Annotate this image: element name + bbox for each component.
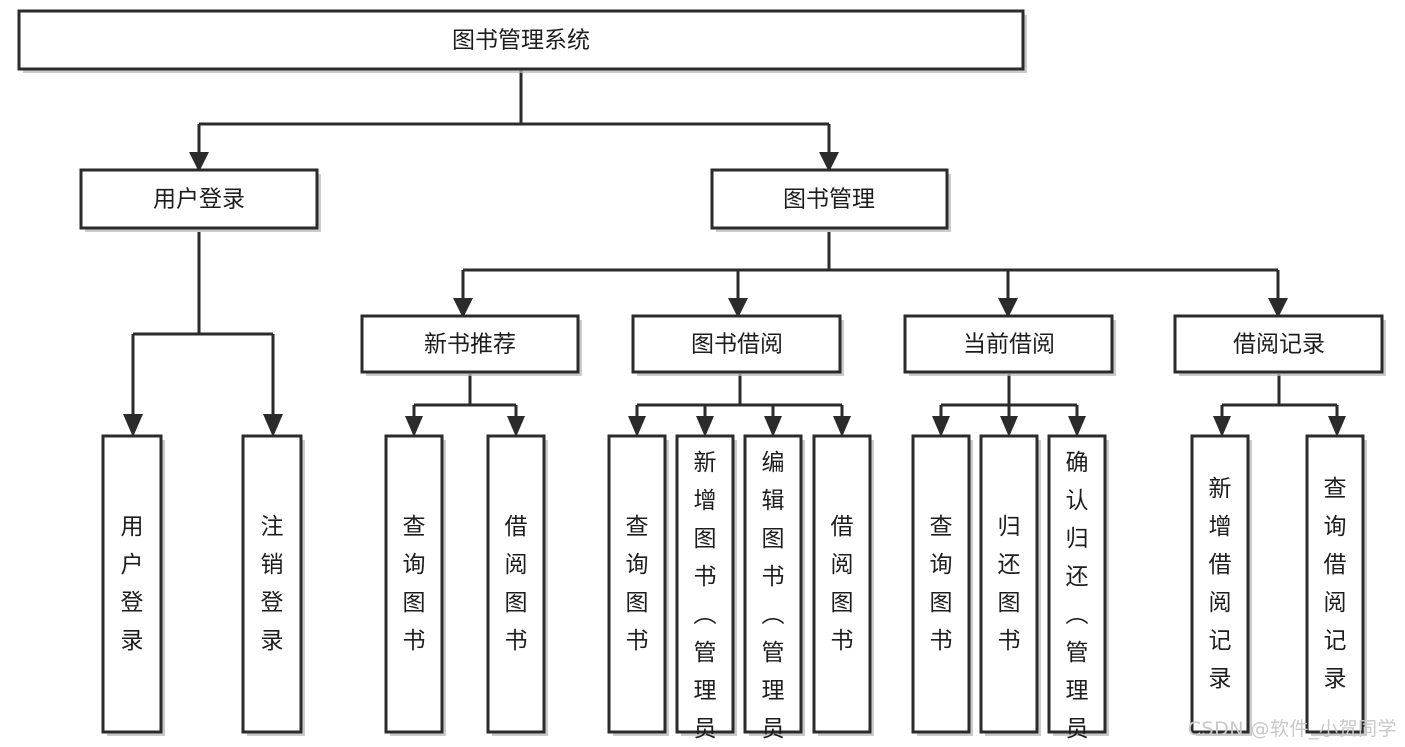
arrow-icon-leaf-borrow-book-2 <box>833 416 851 437</box>
current-borrow-label: 当前借阅 <box>963 332 1055 358</box>
arrow-icon-recommend <box>453 298 473 318</box>
node-leaf-user-login[interactable]: 用户登录 <box>101 434 165 736</box>
arrow-icon-leaf-return-book <box>1000 416 1018 437</box>
recommend-label: 新书推荐 <box>424 332 516 358</box>
node-leaf-query-book-1[interactable]: 查询图书 <box>384 434 446 736</box>
arrow-icon-leaf-user-login <box>123 414 143 437</box>
current-borrow-box[interactable] <box>903 314 1114 374</box>
node-leaf-add-book[interactable]: 新增图书︵管理员︶ <box>675 434 737 747</box>
leaf-user-login-box[interactable] <box>101 434 163 734</box>
leaf-user-login-label: 用户登录 <box>121 514 144 654</box>
node-leaf-edit-book[interactable]: 编辑图书︵管理员︶ <box>743 434 805 747</box>
node-leaf-borrow-book-1[interactable]: 借阅图书 <box>486 434 548 736</box>
node-leaf-confirm-return[interactable]: 确认归还︵管理员︶ <box>1047 434 1109 747</box>
leaf-query-book-3-label: 查询图书 <box>930 514 953 654</box>
leaf-query-book-2-label: 查询图书 <box>626 514 649 654</box>
node-leaf-borrow-book-2[interactable]: 借阅图书 <box>812 434 874 736</box>
leaf-add-record-box[interactable] <box>1190 434 1250 734</box>
book-borrow-label: 图书借阅 <box>691 332 783 358</box>
node-leaf-query-book-2[interactable]: 查询图书 <box>607 434 669 736</box>
arrowhead-layer <box>123 152 1346 437</box>
watermark: CSDN @软件_小贺同学 <box>1187 718 1397 740</box>
leaf-query-book-3-box[interactable] <box>911 434 971 734</box>
node-leaf-return-book[interactable]: 归还图书 <box>979 434 1041 736</box>
borrow-record-box[interactable] <box>1173 314 1384 374</box>
arrow-icon-leaf-query-book-2 <box>628 416 646 437</box>
arrow-icon-leaf-logout <box>263 414 283 437</box>
node-leaf-add-record[interactable]: 新增借阅记录 <box>1190 434 1252 736</box>
book-borrow-box[interactable] <box>631 314 842 374</box>
book-manage-box[interactable] <box>710 168 949 230</box>
leaf-query-record-label: 查询借阅记录 <box>1324 476 1347 692</box>
leaf-borrow-book-1-box[interactable] <box>486 434 546 734</box>
recommend-box[interactable] <box>360 314 580 374</box>
arrow-icon-book-manage <box>819 152 839 172</box>
node-current-borrow[interactable]: 当前借阅 <box>903 314 1116 376</box>
arrow-icon-leaf-edit-book <box>764 416 782 437</box>
leaf-query-book-2-box[interactable] <box>607 434 667 734</box>
arrow-icon-leaf-confirm-return <box>1068 416 1086 437</box>
arrow-icon-leaf-query-book-1 <box>405 416 423 437</box>
arrow-icon-borrowrecord <box>1268 298 1288 318</box>
node-leaf-query-record[interactable]: 查询借阅记录 <box>1305 434 1367 736</box>
node-root[interactable]: 图书管理系统 <box>17 9 1027 73</box>
node-book-borrow[interactable]: 图书借阅 <box>631 314 844 376</box>
node-book-manage[interactable]: 图书管理 <box>710 168 951 232</box>
leaf-borrow-book-2-box[interactable] <box>812 434 872 734</box>
node-user-login[interactable]: 用户登录 <box>79 168 321 232</box>
arrow-icon-leaf-query-book-3 <box>932 416 950 437</box>
arrow-icon-user-login <box>189 152 209 172</box>
arrow-icon-leaf-borrow-book-1 <box>507 416 525 437</box>
borrow-record-label: 借阅记录 <box>1233 332 1325 358</box>
leaf-query-book-1-box[interactable] <box>384 434 444 734</box>
book-manage-label: 图书管理 <box>783 187 875 213</box>
leaf-confirm-return-label: 确认归还︵管理员︶ <box>1066 450 1089 747</box>
arrow-icon-leaf-add-record <box>1213 416 1231 437</box>
leaf-edit-book-label: 编辑图书︵管理员︶ <box>762 450 785 747</box>
arrow-icon-leaf-query-record <box>1328 416 1346 437</box>
leaf-add-record-label: 新增借阅记录 <box>1209 476 1232 692</box>
root-box[interactable] <box>17 9 1025 71</box>
user-login-box[interactable] <box>79 168 319 230</box>
arrow-icon-bookborrow <box>728 298 748 318</box>
leaf-logout-label: 注销登录 <box>261 514 284 654</box>
leaf-edit-book-box[interactable] <box>743 434 803 734</box>
arrow-icon-currentborrow <box>998 298 1018 318</box>
user-login-label: 用户登录 <box>153 187 245 213</box>
leaf-borrow-book-1-label: 借阅图书 <box>505 514 528 654</box>
leaf-return-book-box[interactable] <box>979 434 1039 734</box>
leaf-query-record-box[interactable] <box>1305 434 1365 734</box>
node-leaf-query-book-3[interactable]: 查询图书 <box>911 434 973 736</box>
node-borrow-record[interactable]: 借阅记录 <box>1173 314 1386 376</box>
leaf-query-book-1-label: 查询图书 <box>403 514 426 654</box>
root-label: 图书管理系统 <box>452 28 590 54</box>
leaf-return-book-label: 归还图书 <box>998 514 1021 654</box>
leaf-confirm-return-box[interactable] <box>1047 434 1107 734</box>
node-new-book-recommend[interactable]: 新书推荐 <box>360 314 582 376</box>
arrow-icon-leaf-add-book <box>696 416 714 437</box>
leaf-borrow-book-2-label: 借阅图书 <box>831 514 854 654</box>
leaf-add-book-label: 新增图书︵管理员︶ <box>694 450 717 747</box>
leaf-add-book-box[interactable] <box>675 434 735 734</box>
node-leaf-logout[interactable]: 注销登录 <box>241 434 305 736</box>
leaf-logout-box[interactable] <box>241 434 303 734</box>
